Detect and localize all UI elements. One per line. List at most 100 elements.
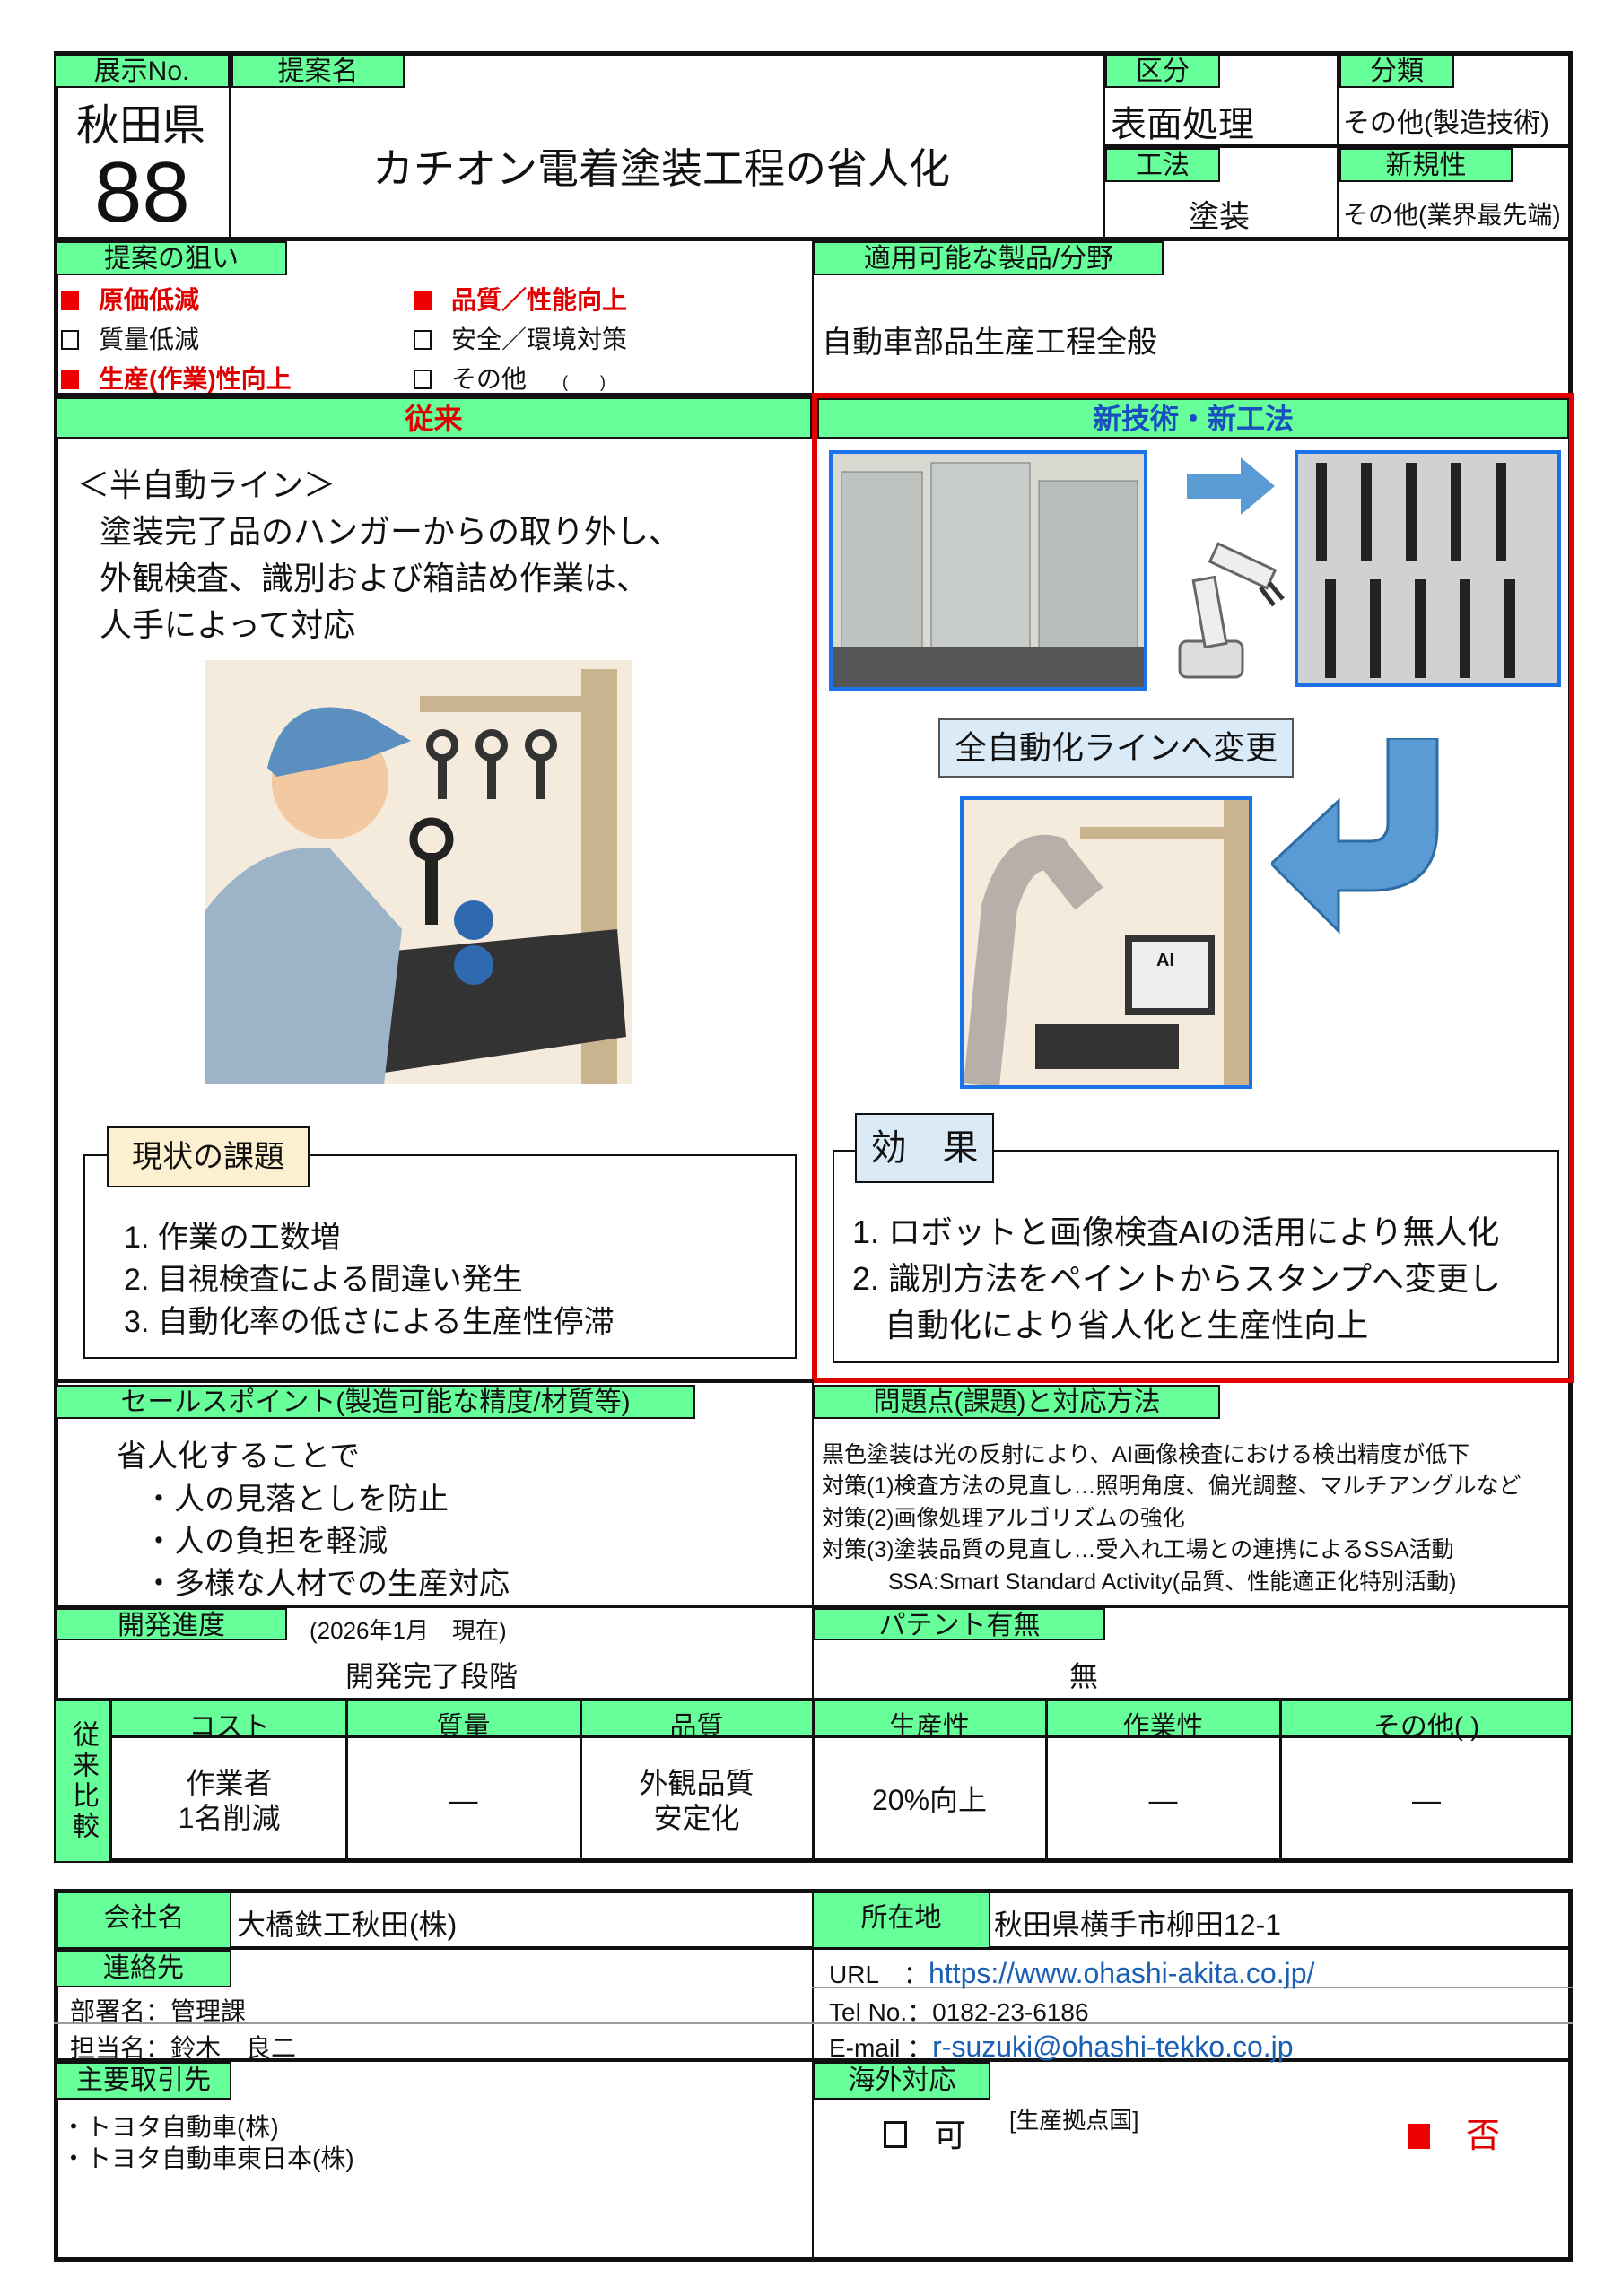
patent-label: パテント有無 [814,1608,1105,1640]
comparison-value: 作業者 1名削減 [178,1767,281,1834]
problems-label: 問題点(課題)と対応方法 [814,1385,1220,1419]
effects-box [833,1150,1559,1363]
aim-quality[interactable]: 品質／性能向上 [414,281,627,317]
applicable-value: 自動車部品生産工程全般 [822,326,1157,360]
email-row: E-mail ：r-suzuki@ohashi-tekko.co.jp [829,2031,1294,2063]
department: 部署名：管理課 [70,1997,247,2025]
change-label: 全自動化ラインへ変更 [938,718,1294,778]
category-value: 表面処理 [1111,105,1254,144]
prefecture: 秋田県 [76,102,206,150]
new-tech-label: 新技術・新工法 [817,398,1569,439]
method-label: 工法 [1105,148,1220,182]
comparison-header: 生産性 [889,1712,970,1742]
aim-other[interactable]: その他( ) [414,360,606,396]
effect-item: 1. ロボットと画像検査AIの活用により無人化 [852,1213,1500,1250]
comparison-header: 質量 [436,1712,491,1742]
arrow-right-icon [1187,457,1277,519]
line-photo-after [1295,450,1561,687]
line-photo-before [829,450,1147,691]
checkbox-checked-icon [1408,2124,1430,2149]
new-tech-highlight [812,393,1574,1383]
aim-safety[interactable]: 安全／環境対策 [414,320,627,356]
problem-line: 黒色塗装は光の反射により、AI画像検査における検出精度が低下 [822,1442,1470,1467]
patent-value: 無 [1069,1660,1099,1692]
url-row: URL ：https://www.ohashi-akita.co.jp/ [829,1957,1315,1989]
comparison-value: ― [449,1784,478,1817]
checkbox-checked-icon [414,291,432,310]
issues-box [83,1154,797,1359]
email-link[interactable]: r-suzuki@ohashi-tekko.co.jp [932,2031,1294,2063]
progress-status: 開発完了段階 [345,1660,519,1692]
sales-label: セールスポイント(製造可能な精度/材質等) [56,1385,695,1419]
progress-label: 開発進度 [56,1608,287,1640]
classification-value: その他(製造技術) [1343,109,1549,138]
aims-label: 提案の狙い [56,241,287,275]
novelty-value: その他(業界最先端) [1343,201,1561,229]
address-label: 所在地 [814,1893,990,1947]
ai-monitor-label: AI [1156,951,1174,970]
robot-arm-icon [1162,534,1287,686]
overseas-no-option[interactable]: 否 [1408,2108,1500,2157]
company-name-label: 会社名 [58,1893,231,1947]
aim-cost[interactable]: 原価低減 [61,281,199,317]
aim-weight[interactable]: 質量低減 [61,320,199,356]
comparison-header: その他( ) [1373,1712,1480,1742]
proposal-name-label: 提案名 [231,54,405,88]
curved-arrow-icon [1269,736,1451,942]
person-in-charge: 担当名：鈴木 良二 [70,2034,297,2062]
tel: Tel No.：0182-23-6186 [829,1998,1089,2026]
issues-label: 現状の課題 [107,1126,310,1187]
sales-line: ・人の見落としを防止 [144,1483,449,1517]
issue-item: 3. 自動化率の低さによる生産性停滞 [124,1305,615,1339]
sales-line: 省人化することで [117,1439,360,1474]
contact-label: 連絡先 [56,1950,231,1987]
applicable-label: 適用可能な製品/分野 [814,241,1164,275]
checkbox-empty-icon [414,330,432,350]
company-name: 大橋鉄工秋田(株) [237,1909,458,1941]
sales-line: ・多様な人材での生産対応 [144,1567,510,1601]
website-link[interactable]: https://www.ohashi-akita.co.jp/ [928,1957,1315,1989]
comparison-header: コスト [188,1712,270,1742]
comparison-value: 外観品質 安定化 [639,1767,754,1834]
checkbox-empty-icon [414,370,432,389]
comparison-value: 20%向上 [871,1784,988,1817]
novelty-label: 新規性 [1339,148,1513,182]
aim-productivity[interactable]: 生産(作業)性向上 [61,360,292,396]
client-item: ・トヨタ自動車(株) [61,2113,279,2141]
conventional-heading: ＜半自動ライン＞ [77,466,336,503]
overseas-base: [生産拠点国] [1009,2107,1139,2134]
issue-item: 1. 作業の工数増 [124,1221,341,1255]
clients-label: 主要取引先 [56,2062,231,2100]
progress-as-of: (2026年1月 現在) [310,1617,507,1644]
conventional-line: 塗装完了品のハンガーからの取り外し、 [100,513,682,550]
overseas-yes-option[interactable]: 可 [884,2109,966,2156]
comparison-value: ― [1412,1784,1441,1817]
comparison-side-label: 従来比較 [56,1701,112,1861]
client-item: ・トヨタ自動車東日本(株) [61,2144,354,2172]
problem-line: 対策(3)塗装品質の見直し…受入れ工場との連携によるSSA活動 [822,1537,1454,1562]
exhibit-no: 88 [94,144,190,240]
checkbox-empty-icon [61,330,79,350]
checkbox-checked-icon [61,291,79,310]
problem-line: SSA:Smart Standard Activity(品質、性能適正化特別活動… [888,1570,1457,1595]
problem-line: 対策(2)画像処理アルゴリズムの強化 [822,1506,1185,1531]
checkbox-empty-icon [884,2121,907,2148]
address: 秋田県横手市柳田12-1 [994,1909,1282,1941]
sales-line: ・人の負担を軽減 [144,1525,388,1559]
comparison-value: ― [1148,1784,1178,1817]
classification-label: 分類 [1339,54,1454,88]
effect-item: 自動化により省人化と生産性向上 [852,1307,1369,1344]
checkbox-checked-icon [61,370,79,389]
exhibit-no-label: 展示No. [54,54,230,88]
overseas-label: 海外対応 [814,2062,990,2100]
issue-item: 2. 目視検査による間違い発生 [124,1263,523,1297]
effects-label: 効 果 [855,1113,994,1183]
conventional-line: 人手によって対応 [100,606,356,643]
comparison-header: 品質 [669,1712,724,1742]
method-value: 塗装 [1189,200,1250,234]
proposal-title: カチオン電着塗装工程の省人化 [372,145,950,192]
conventional-label: 従来 [56,397,812,439]
manual-worker-illustration [205,660,632,1084]
ai-robot-illustration: AI [960,796,1252,1089]
problem-line: 対策(1)検査方法の見直し…照明角度、偏光調整、マルチアングルなど [822,1474,1522,1499]
